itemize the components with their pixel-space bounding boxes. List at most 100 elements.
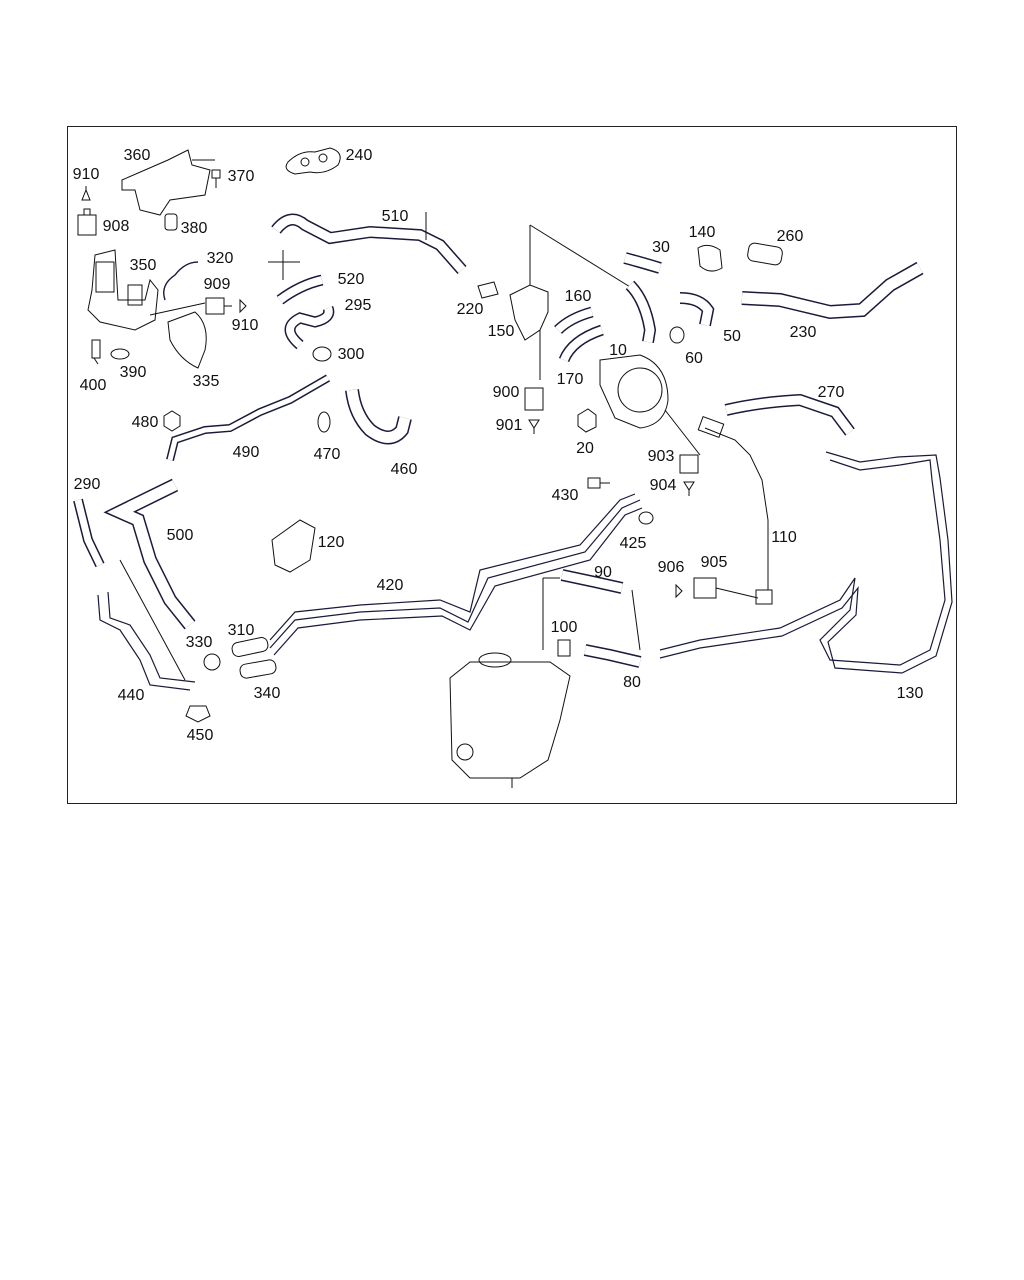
label-260: 260 — [776, 228, 804, 245]
clamp-300 — [312, 346, 332, 362]
label-470: 470 — [313, 446, 341, 463]
label-390: 390 — [119, 364, 147, 381]
plug-390 — [110, 348, 130, 360]
label-906: 906 — [657, 559, 685, 576]
label-130: 130 — [896, 685, 924, 702]
label-320: 320 — [206, 250, 234, 267]
label-100: 100 — [550, 619, 578, 636]
label-330: 330 — [185, 634, 213, 651]
label-295: 295 — [344, 297, 372, 314]
label-520: 520 — [337, 271, 365, 288]
label-360: 360 — [123, 147, 151, 164]
label-340: 340 — [253, 685, 281, 702]
label-140: 140 — [688, 224, 716, 241]
diagram-frame — [67, 126, 957, 804]
label-909: 909 — [203, 276, 231, 293]
gasket-240 — [285, 147, 341, 175]
label-120: 120 — [317, 534, 345, 551]
label-910-right: 910 — [231, 317, 259, 334]
tube-340 — [239, 659, 277, 679]
label-510: 510 — [381, 208, 409, 225]
label-430: 430 — [551, 487, 579, 504]
bushing-380 — [164, 213, 178, 231]
clip-100 — [557, 639, 571, 657]
expansion-tank — [449, 661, 571, 779]
label-908: 908 — [102, 218, 130, 235]
label-230: 230 — [789, 324, 817, 341]
label-150: 150 — [487, 323, 515, 340]
nipple-220 — [477, 281, 499, 299]
label-460: 460 — [390, 461, 418, 478]
label-90: 90 — [594, 564, 612, 581]
label-110: 110 — [771, 529, 797, 546]
pipe-bundle-420 — [269, 493, 636, 641]
label-903: 903 — [647, 448, 675, 465]
oring-425 — [638, 511, 654, 525]
connector-905 — [693, 577, 759, 599]
connector-909 — [205, 297, 232, 315]
cap-910-b — [239, 298, 247, 314]
clamp-140 — [697, 244, 723, 272]
label-440: 440 — [117, 687, 145, 704]
bolt-430 — [587, 477, 610, 489]
seal-335 — [167, 311, 207, 369]
valve-block-350 — [87, 249, 159, 331]
grommet-450 — [185, 705, 211, 723]
label-335: 335 — [192, 373, 220, 390]
label-220: 220 — [456, 301, 484, 318]
bracket-360 — [121, 149, 211, 216]
cap-910 — [81, 186, 91, 201]
label-240: 240 — [345, 147, 373, 164]
tube-310 — [231, 637, 269, 657]
label-270: 270 — [817, 384, 845, 401]
sensor-400 — [91, 339, 101, 365]
label-900: 900 — [492, 384, 520, 401]
label-370: 370 — [227, 168, 255, 185]
label-905: 905 — [700, 554, 728, 571]
label-910-top: 910 — [72, 166, 100, 183]
cap-904 — [683, 481, 695, 496]
label-904: 904 — [649, 477, 677, 494]
cap-901 — [528, 419, 540, 434]
label-350: 350 — [129, 257, 157, 274]
bracket-120 — [271, 519, 316, 573]
label-60: 60 — [685, 350, 703, 367]
nut-480 — [163, 410, 181, 432]
connector-900 — [524, 387, 544, 411]
label-400: 400 — [79, 377, 107, 394]
pump-10 — [599, 354, 669, 429]
label-380: 380 — [180, 220, 208, 237]
valve-150 — [509, 284, 549, 341]
label-160: 160 — [564, 288, 592, 305]
washer-470 — [317, 411, 331, 433]
label-20: 20 — [576, 440, 594, 457]
label-290: 290 — [73, 476, 101, 493]
label-30: 30 — [652, 239, 670, 256]
cable-110 — [704, 427, 769, 590]
label-50: 50 — [723, 328, 741, 345]
clamp-330 — [203, 653, 221, 671]
hose-230 — [741, 261, 924, 320]
connector-903 — [679, 454, 699, 474]
label-80: 80 — [623, 674, 641, 691]
pipe-440 — [97, 594, 191, 691]
tube-260 — [747, 242, 783, 266]
cap-906 — [675, 583, 683, 599]
label-310: 310 — [227, 622, 255, 639]
label-480: 480 — [131, 414, 159, 431]
label-490: 490 — [232, 444, 260, 461]
label-425: 425 — [619, 535, 647, 552]
label-170: 170 — [556, 371, 584, 388]
label-500: 500 — [166, 527, 194, 544]
label-901: 901 — [495, 417, 523, 434]
bolt-370 — [211, 169, 221, 188]
label-10: 10 — [609, 342, 627, 359]
label-300: 300 — [337, 346, 365, 363]
label-420: 420 — [376, 577, 404, 594]
clamp-60 — [669, 326, 685, 344]
grommet-20 — [577, 408, 597, 433]
hose-assembly-130 — [659, 459, 946, 666]
connector-908 — [77, 208, 97, 236]
label-450: 450 — [186, 727, 214, 744]
